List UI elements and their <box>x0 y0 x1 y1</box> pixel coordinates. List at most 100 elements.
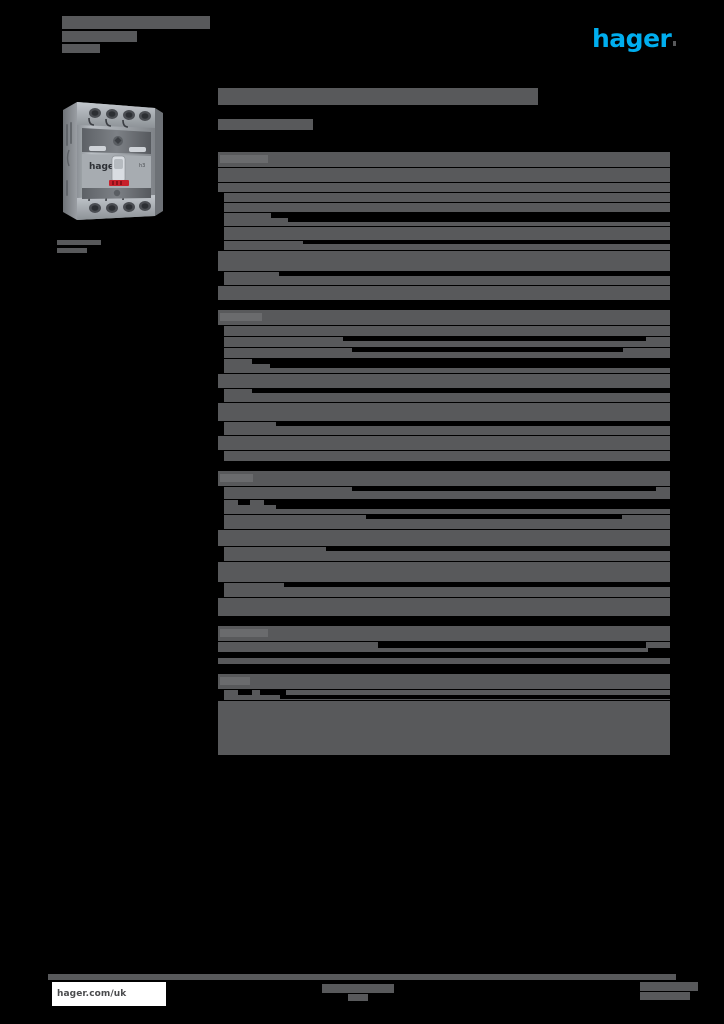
spec-row-redaction-gap <box>366 515 622 519</box>
spec-row-redaction-gap <box>218 203 224 212</box>
spec-section-heading-label <box>220 677 250 685</box>
spec-row <box>218 251 670 271</box>
footer-url-box[interactable]: hager.com/uk <box>52 982 166 1006</box>
spec-row <box>218 389 670 402</box>
spec-row-redaction-gap <box>218 451 224 461</box>
spec-section-heading-label <box>220 474 253 482</box>
spec-row-redaction-gap <box>238 500 250 505</box>
spec-row <box>218 436 670 450</box>
spec-row-redaction-gap <box>218 337 224 347</box>
spec-row-redaction-gap <box>260 690 286 695</box>
footer-right-line-2 <box>640 992 690 1000</box>
spec-row <box>218 348 670 358</box>
spec-row-redaction-gap <box>218 515 224 529</box>
spec-row-redaction-gap <box>238 690 252 695</box>
spec-row <box>218 690 670 700</box>
spec-row-redaction-gap <box>218 422 224 435</box>
spec-row-redaction-gap <box>218 326 224 336</box>
product-caption-line-2 <box>57 248 87 253</box>
spec-row <box>218 193 670 202</box>
spec-row <box>218 203 670 212</box>
spec-row <box>218 359 670 373</box>
spec-row <box>218 451 670 461</box>
spec-row <box>218 422 670 435</box>
spec-row-redaction-gap <box>288 218 670 222</box>
spec-row-redaction-gap <box>218 652 670 658</box>
spec-section-heading <box>218 626 670 641</box>
product-photo: hager h3 <box>63 102 163 220</box>
spec-row <box>218 547 670 561</box>
spec-row-redaction-gap <box>284 583 670 587</box>
document-title-line-1 <box>62 16 210 29</box>
spec-row-redaction-gap <box>270 364 670 368</box>
spec-row-redaction-gap <box>343 337 646 341</box>
footer-center-line-2 <box>348 994 368 1001</box>
spec-row-redaction-gap <box>218 500 224 514</box>
spec-row <box>218 701 670 755</box>
spec-section-gap <box>218 617 670 626</box>
spec-row <box>218 500 670 514</box>
spec-section <box>218 310 670 461</box>
spec-section-gap <box>218 462 670 471</box>
spec-row-redaction-gap <box>648 648 670 652</box>
spec-row <box>218 642 670 664</box>
spec-row <box>218 403 670 421</box>
svg-text:hager: hager <box>89 162 119 172</box>
spec-section-heading-label <box>220 155 268 163</box>
footer-center-block <box>322 984 394 1001</box>
product-image-pane: hager h3 <box>55 88 180 253</box>
page-title <box>218 88 538 105</box>
spec-row-redaction-gap <box>218 193 224 202</box>
product-caption-line-1 <box>57 240 101 245</box>
spec-row-redaction-gap <box>352 348 623 352</box>
page-footer: hager.com/uk <box>0 960 724 1024</box>
spec-row-redaction-gap <box>252 389 670 393</box>
spec-row-redaction-gap <box>218 213 224 226</box>
hager-logo: hager <box>592 24 676 53</box>
spec-row-redaction-gap <box>303 241 670 244</box>
spec-section-heading <box>218 674 670 689</box>
spec-row <box>218 213 670 226</box>
spec-row <box>218 562 670 582</box>
spec-row-redaction-gap <box>352 487 656 491</box>
spec-row-redaction-gap <box>218 690 224 700</box>
spec-section <box>218 674 670 755</box>
spec-row <box>218 326 670 336</box>
spec-row <box>218 487 670 499</box>
spec-row-redaction-gap <box>326 547 670 551</box>
hager-wordmark: hager <box>592 24 672 53</box>
spec-row <box>218 168 670 182</box>
spec-section-gap <box>218 301 670 310</box>
specification-table <box>218 152 670 756</box>
spec-row <box>218 272 670 285</box>
spec-section-heading-label <box>220 313 262 321</box>
spec-row-redaction-gap <box>378 642 646 648</box>
spec-row-redaction-gap <box>252 359 670 364</box>
document-title-block <box>62 16 210 55</box>
spec-row-redaction-gap <box>271 213 670 218</box>
spec-row <box>218 598 670 616</box>
spec-section <box>218 152 670 300</box>
logo-dot-icon <box>673 41 676 46</box>
page-header: hager <box>0 0 724 78</box>
spec-row <box>218 515 670 529</box>
spec-row-redaction-gap <box>218 241 224 250</box>
spec-row-redaction-gap <box>218 547 224 561</box>
svg-text:h3: h3 <box>139 163 145 169</box>
spec-section-heading <box>218 152 670 167</box>
spec-row <box>218 530 670 546</box>
spec-row-redaction-gap <box>218 359 224 373</box>
footer-right-line-1 <box>640 982 698 991</box>
page-subtitle <box>218 119 313 130</box>
main-heading-block <box>218 88 668 130</box>
footer-center-line-1 <box>322 984 394 993</box>
footer-url-link[interactable]: hager.com/uk <box>57 989 127 999</box>
spec-row <box>218 374 670 388</box>
spec-row-redaction-gap <box>218 348 224 358</box>
spec-row <box>218 241 670 250</box>
document-title-line-2 <box>62 31 137 42</box>
spec-row-redaction-gap <box>218 389 224 402</box>
product-caption <box>57 240 101 253</box>
spec-row-redaction-gap <box>218 272 224 285</box>
